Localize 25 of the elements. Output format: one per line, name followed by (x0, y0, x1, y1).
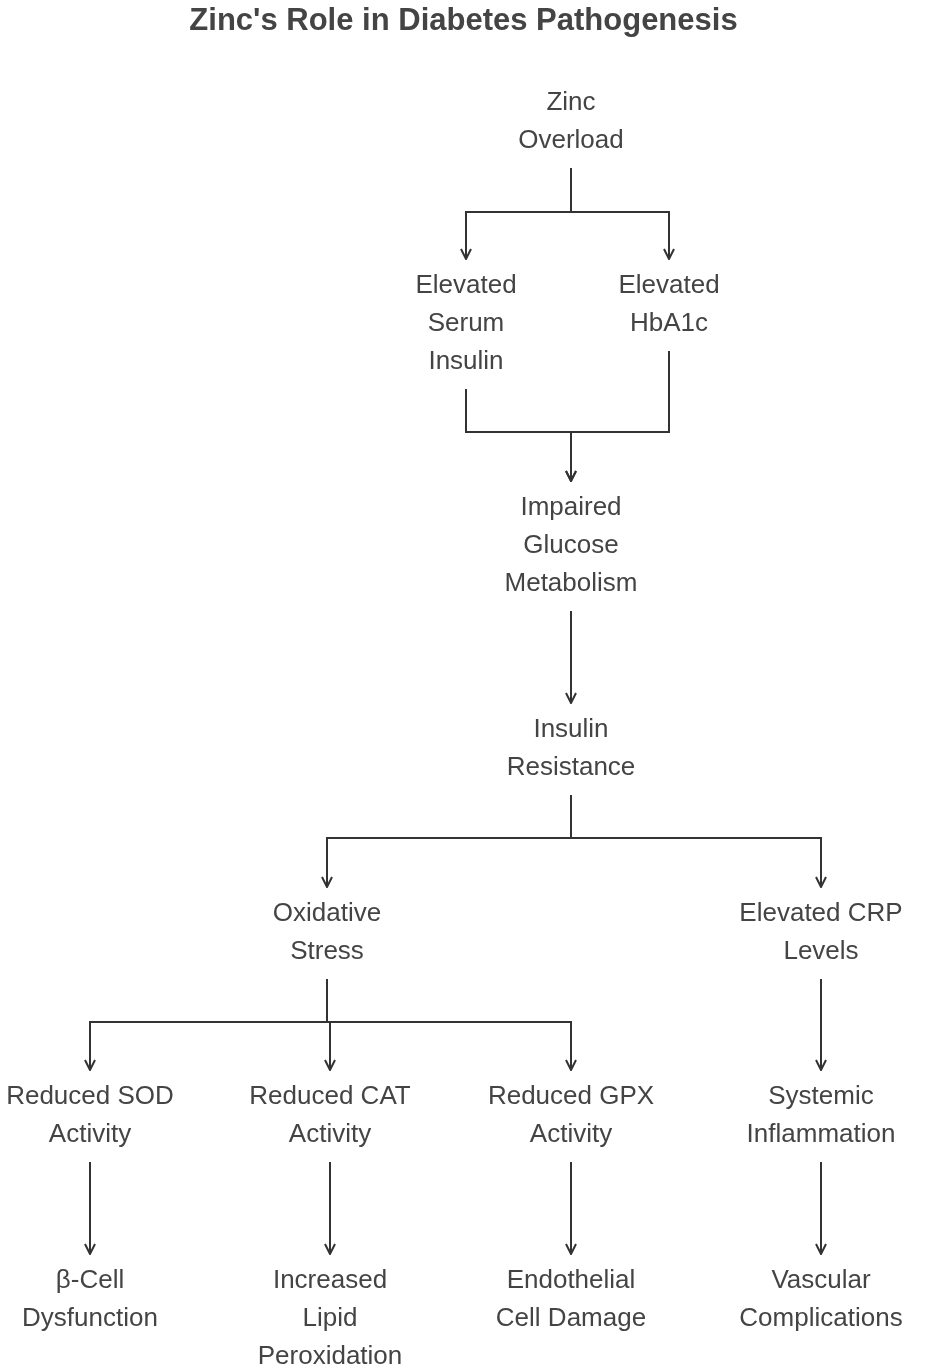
arrow (570, 794, 827, 888)
arrow (565, 1161, 577, 1255)
node-label: Elevated HbA1c (594, 265, 744, 341)
node-label: Reduced SOD Activity (1, 1076, 179, 1152)
arrow (815, 1161, 827, 1255)
node-label: Elevated CRP Levels (736, 893, 906, 969)
node-label: Increased Lipid Peroxidation (245, 1260, 415, 1370)
node-label: β-Cell Dysfunction (1, 1260, 179, 1336)
node-label: Vascular Complications (718, 1260, 924, 1336)
arrow (565, 610, 577, 704)
node-label: Reduced CAT Activity (241, 1076, 419, 1152)
node-label: Reduced GPX Activity (482, 1076, 660, 1152)
node-label: Endothelial Cell Damage (481, 1260, 661, 1336)
node-label: Oxidative Stress (242, 893, 412, 969)
diagram-title: Zinc's Role in Diabetes Pathogenesis (188, 1, 739, 39)
arrow (815, 978, 827, 1071)
arrow (324, 1161, 336, 1255)
node-label: Impaired Glucose Metabolism (471, 487, 671, 601)
node-label: Systemic Inflammation (721, 1076, 921, 1152)
node-label: Zinc Overload (496, 82, 646, 158)
arrow (84, 1161, 96, 1255)
arrow (570, 167, 675, 260)
arrow (565, 350, 670, 482)
node-label: Elevated Serum Insulin (391, 265, 541, 379)
node-label: Insulin Resistance (486, 709, 656, 785)
